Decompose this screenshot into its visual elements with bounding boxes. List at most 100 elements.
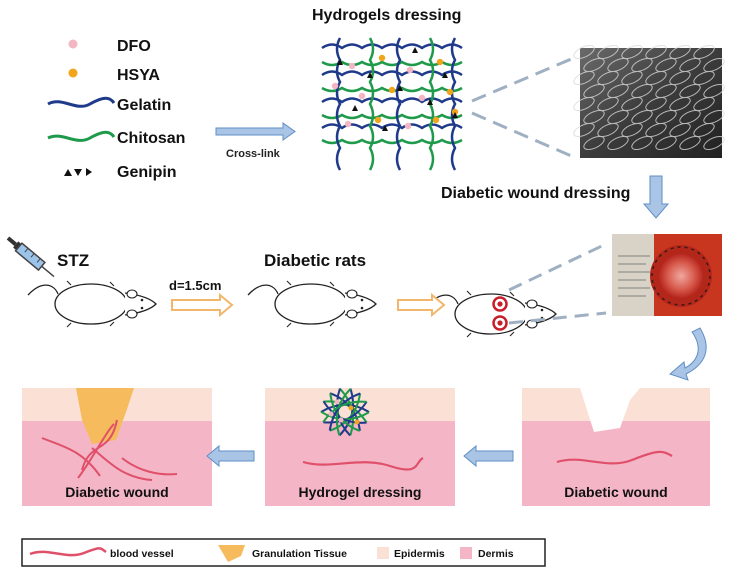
blood-vessel — [81, 419, 118, 471]
sem-pore — [573, 123, 595, 137]
sem-pore — [693, 45, 715, 59]
sem-pore — [597, 45, 619, 59]
sem-pore — [631, 110, 653, 124]
sem-pore — [583, 84, 605, 98]
hsya-particle — [374, 116, 382, 124]
rat-eye — [540, 308, 544, 312]
rat-tail — [27, 284, 59, 296]
sem-pore — [693, 123, 715, 137]
sem-pore — [631, 84, 653, 98]
sem-pore — [621, 45, 643, 59]
sem-pore — [703, 84, 725, 98]
sem-pore — [655, 110, 677, 124]
wound-cavity — [580, 388, 640, 432]
hsya-label: HSYA — [117, 67, 160, 84]
vertical-strand — [395, 37, 402, 171]
zoom-lines — [471, 55, 577, 160]
rat-body — [274, 283, 348, 325]
down-arrow — [642, 175, 670, 219]
vertical-strand — [450, 37, 457, 171]
chitosan-strand — [321, 138, 463, 145]
dressing-label: Diabetic wound dressing — [441, 185, 630, 202]
sem-pore — [645, 71, 667, 85]
chitosan-line-icon — [47, 130, 116, 142]
hsya-dot-icon — [68, 68, 78, 78]
rat-paw — [66, 322, 72, 328]
sem-pore — [703, 136, 725, 150]
panel-label-right: Diabetic wound — [564, 484, 667, 500]
syringe-icon — [6, 236, 55, 278]
hsya-particle — [388, 86, 396, 94]
sem-pore — [621, 97, 643, 111]
hydrogel-network — [321, 37, 463, 171]
sem-pore — [655, 136, 677, 150]
rat-2 — [247, 280, 377, 328]
genipin-crosslink — [397, 85, 403, 91]
component-legend: DFO HSYA Gelatin Chitosan Genipin — [47, 38, 185, 181]
rat-body — [454, 293, 528, 335]
granulation-label: Granulation Tissue — [252, 548, 347, 560]
genipin-crosslink — [412, 47, 418, 53]
gelatin-label: Gelatin — [117, 97, 171, 114]
rat-paw — [509, 331, 515, 337]
rat-3-wounded — [427, 290, 557, 338]
rat-paw — [66, 280, 72, 286]
rat-eye — [360, 306, 364, 310]
sem-pore — [583, 110, 605, 124]
rat-paw — [466, 290, 472, 296]
sem-pore — [621, 71, 643, 85]
rat-ear — [346, 289, 358, 299]
genipin-label: Genipin — [117, 164, 177, 181]
hydrogel-fiber — [322, 400, 367, 423]
plug-particle — [348, 405, 354, 411]
genipin-crosslink — [427, 99, 433, 105]
dermis-layer — [265, 421, 455, 506]
rat-paw — [329, 281, 335, 287]
rat-paw — [329, 321, 335, 327]
dfo-particle — [331, 82, 339, 90]
panel-label-middle: Hydrogel dressing — [299, 484, 422, 500]
gelatin-strand — [321, 43, 463, 50]
dfo-particle — [358, 92, 366, 100]
sem-pore — [645, 97, 667, 111]
dfo-particle — [344, 120, 352, 128]
rat-eye — [140, 306, 144, 310]
diabetic-rats-label: Diabetic rats — [264, 251, 366, 270]
gelatin-strand — [321, 97, 463, 104]
sem-pore — [631, 136, 653, 150]
rat-ear — [126, 289, 138, 299]
wound-photo — [612, 234, 722, 316]
hsya-particle — [446, 88, 454, 96]
epidermis-swatch — [377, 547, 389, 559]
hollow-arrow-2 — [397, 292, 446, 318]
plug-particle — [354, 419, 360, 425]
rat-paw — [509, 291, 515, 297]
sem-pore — [703, 58, 725, 72]
rat-paw — [286, 280, 292, 286]
blood-vessel — [302, 457, 424, 471]
rat-eye — [360, 298, 364, 302]
sem-pore — [693, 71, 715, 85]
sem-pore — [621, 123, 643, 137]
plug-particle — [328, 411, 334, 417]
crosslink-arrow — [215, 122, 296, 141]
sem-pore — [645, 45, 667, 59]
genipin-crosslink — [382, 125, 388, 131]
genipin-triangle-icon — [64, 168, 92, 176]
dermis-label: Dermis — [478, 548, 514, 560]
genipin-crosslink — [452, 112, 458, 118]
rat-paw — [286, 322, 292, 328]
blood-vessel-icon — [29, 547, 107, 557]
chitosan-label: Chitosan — [117, 130, 185, 147]
genipin-crosslink — [337, 59, 343, 65]
wound-zoom-lines — [508, 242, 607, 325]
sem-pore — [655, 84, 677, 98]
granulation-icon — [218, 545, 245, 562]
sem-pore — [679, 136, 701, 150]
dfo-particle — [406, 66, 414, 74]
sem-pore — [679, 58, 701, 72]
sem-pore — [573, 71, 595, 85]
sem-pore — [645, 123, 667, 137]
blood-vessel-label: blood vessel — [110, 548, 174, 560]
blood-vessel — [121, 457, 178, 476]
